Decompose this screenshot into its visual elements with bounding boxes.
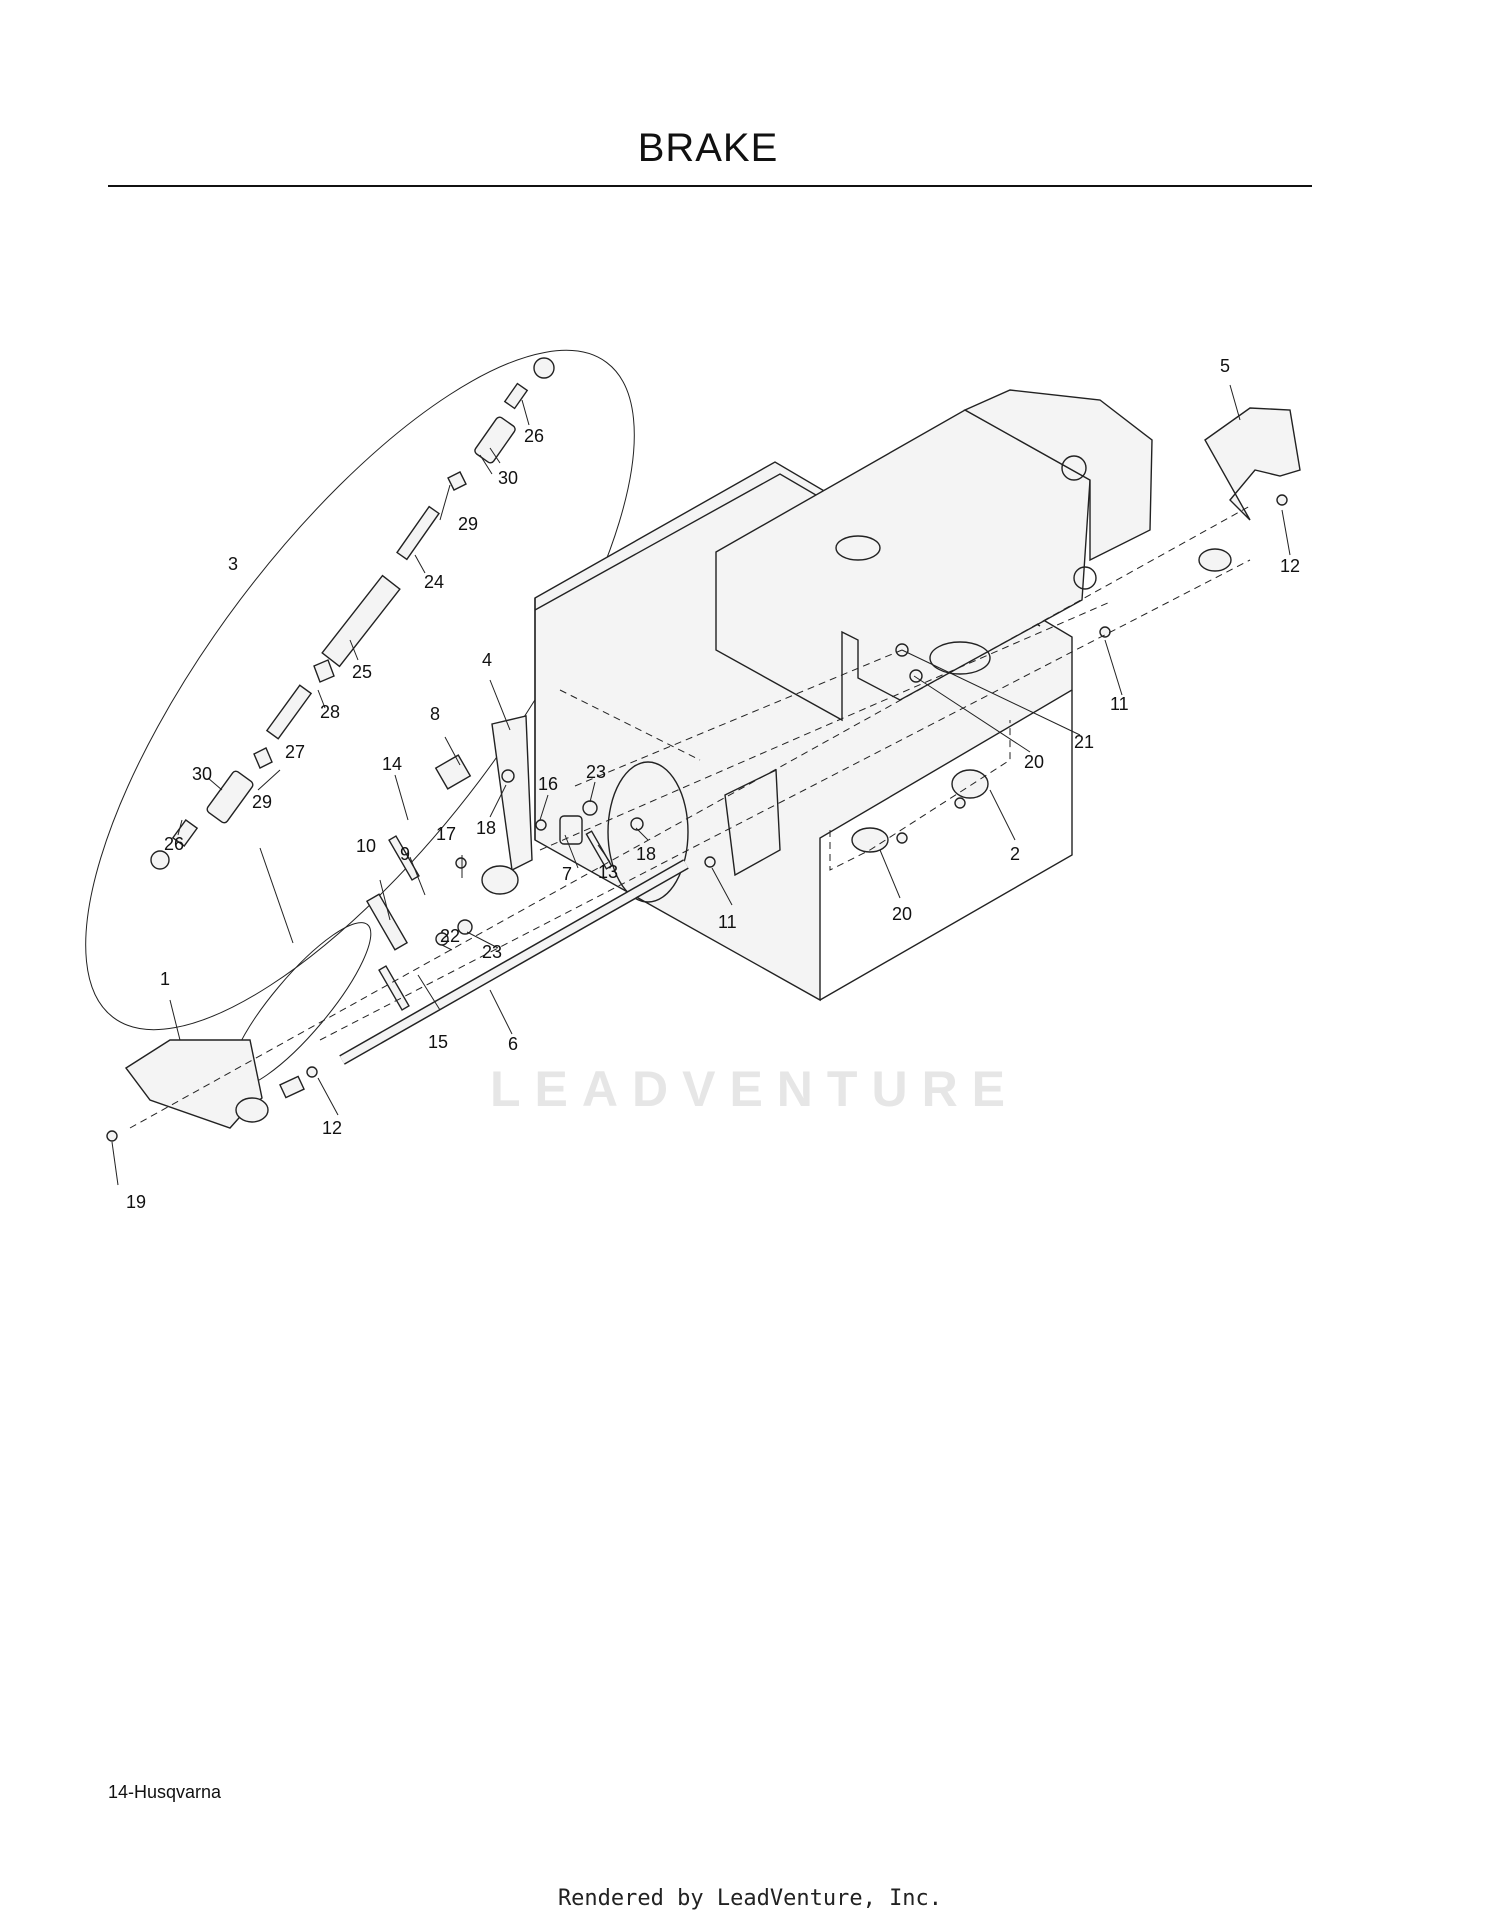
callout-12-right: 12	[1280, 556, 1300, 576]
callout-12-left: 12	[322, 1118, 342, 1138]
callout-19: 19	[126, 1192, 146, 1212]
callout-21: 21	[1074, 732, 1094, 752]
brake-arm	[481, 715, 533, 895]
callout-4: 4	[482, 650, 492, 670]
callout-24: 24	[424, 572, 444, 592]
callout-11-center: 11	[718, 912, 737, 932]
callout-2: 2	[1010, 844, 1020, 864]
callout-28: 28	[320, 702, 340, 722]
hardware	[106, 494, 1288, 1142]
callout-3: 3	[228, 554, 238, 574]
callout-22: 22	[440, 926, 460, 946]
callout-1: 1	[160, 969, 170, 989]
callout-18-left: 18	[476, 818, 496, 838]
brake-pedal-right	[1198, 407, 1301, 572]
render-credit: Rendered by LeadVenture, Inc.	[557, 1886, 943, 1911]
brake-rod	[339, 859, 689, 1065]
callout-29-lower: 29	[252, 792, 272, 812]
callout-23-lower: 23	[482, 942, 502, 962]
brake-pedal-left	[124, 1039, 305, 1129]
callout-9: 9	[400, 844, 410, 864]
callout-29-upper: 29	[458, 514, 478, 534]
chassis-frame	[534, 389, 1153, 1002]
callout-5: 5	[1220, 356, 1230, 376]
callout-26-lower: 26	[164, 834, 184, 854]
callout-23-upper: 23	[586, 762, 606, 782]
callout-25: 25	[352, 662, 372, 682]
callout-14: 14	[382, 754, 402, 774]
callout-labels: 1 2 3 4 5 6 7 8 9 10 11 11 12 12 13 14 1…	[126, 356, 1300, 1212]
callout-11-right: 11	[1110, 694, 1129, 714]
callout-16: 16	[538, 774, 558, 794]
callout-17: 17	[436, 824, 456, 844]
assembly-lines	[129, 505, 1251, 1129]
callout-18-right: 18	[636, 844, 656, 864]
callout-8: 8	[430, 704, 440, 724]
callout-26-upper: 26	[524, 426, 544, 446]
page-title: BRAKE	[637, 126, 779, 170]
callout-20-lower: 20	[892, 904, 912, 924]
callout-27: 27	[285, 742, 305, 762]
callout-6: 6	[508, 1034, 518, 1054]
callout-30-upper: 30	[498, 468, 518, 488]
detail-ellipse	[85, 349, 635, 1031]
leader-lines	[111, 384, 1291, 1186]
watermark-brand: LEADVENTURE	[490, 1061, 1020, 1117]
callout-15: 15	[428, 1032, 448, 1052]
callout-7: 7	[562, 864, 572, 884]
callout-10: 10	[356, 836, 376, 856]
callout-30-lower: 30	[192, 764, 212, 784]
page-number-label: 14-Husqvarna	[108, 1782, 222, 1802]
title-rule	[108, 185, 1312, 187]
callout-20-upper: 20	[1024, 752, 1044, 772]
callout-13: 13	[598, 862, 618, 882]
rod-assembly-parts	[150, 357, 555, 870]
